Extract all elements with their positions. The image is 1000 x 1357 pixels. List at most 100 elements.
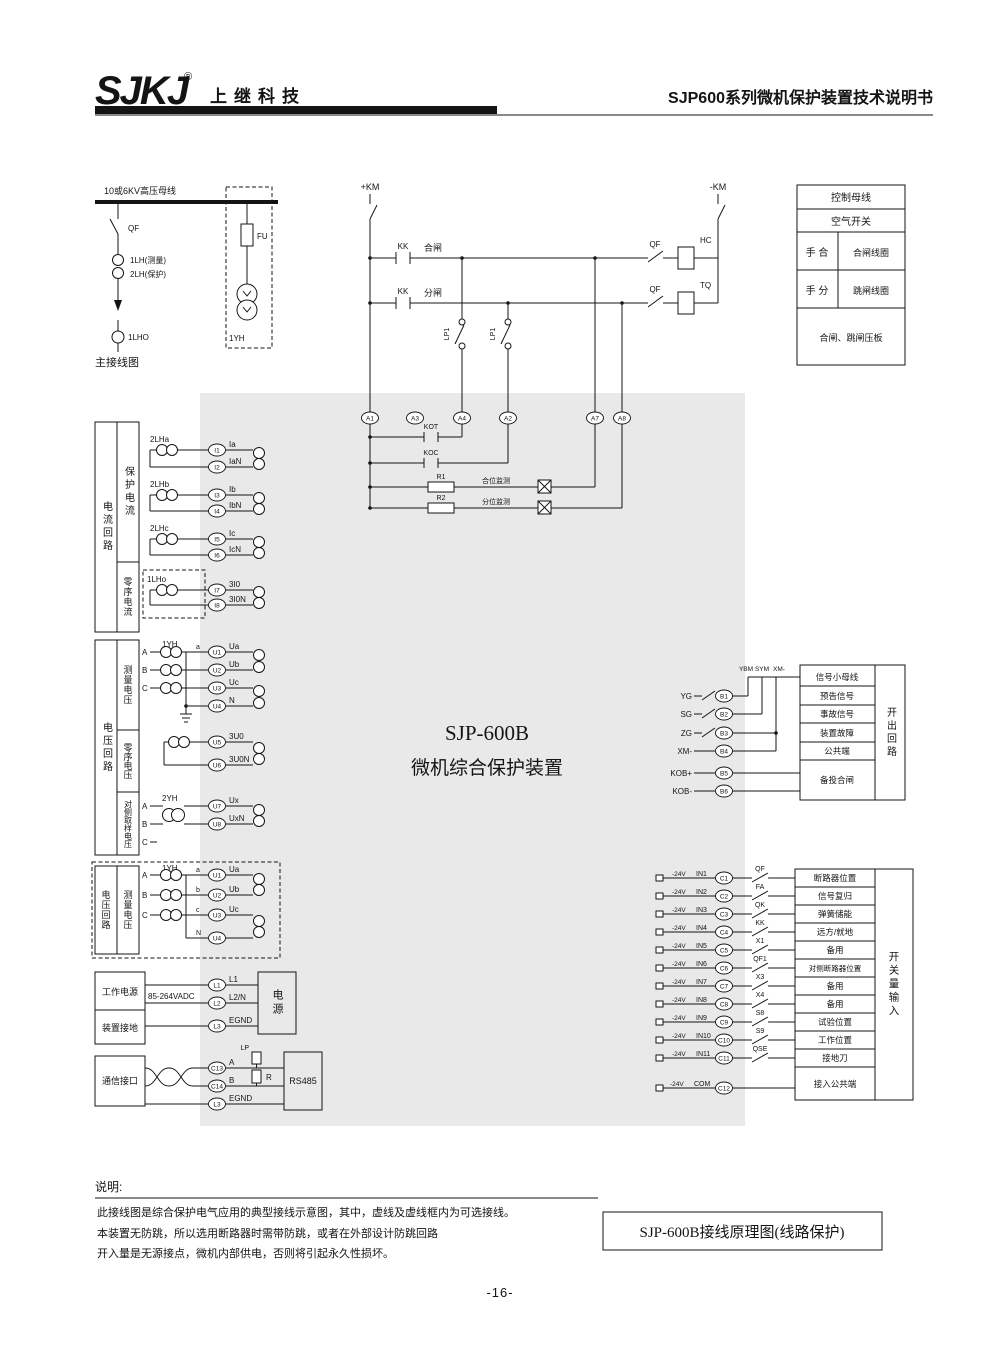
opt-phase-a: A	[142, 871, 148, 880]
minus24v-label: -24V	[672, 925, 686, 932]
trip-coil-icon	[677, 291, 695, 315]
terminal-a3: A3	[411, 416, 419, 423]
legend-common-terminal: 公共端	[824, 746, 850, 756]
opt-winding-b: b	[196, 887, 200, 894]
trip-wire-label: 分闸	[424, 288, 442, 298]
legend-manual-close: 手 合	[806, 246, 829, 259]
terminal-b4: B4	[720, 749, 728, 756]
trip-monitor-label: 分位监测	[482, 497, 510, 506]
opt-phase-c: C	[142, 911, 148, 920]
device-name: 微机综合保护装置	[411, 757, 563, 779]
terminal-c11: C11	[718, 1056, 730, 1063]
note-line-2: 本装置无防跳，所以选用断路器时需带防跳，或者在外部设计防跳回路	[97, 1226, 438, 1240]
terminal-l2: L2	[213, 1001, 221, 1008]
label-ua: Ua	[229, 642, 240, 651]
lp-close-label: LP1	[444, 328, 451, 341]
km-positive-label: +KM	[361, 182, 380, 192]
in11-label: IN11	[696, 1051, 710, 1058]
label-egnd: EGND	[229, 1016, 252, 1025]
voltage-circuit-section: 1YH a A B C U1 Ua U2 Ub U3 Uc U4 N U5 3U…	[94, 639, 265, 856]
terminal-a7: A7	[591, 416, 599, 423]
terminal-c10: C10	[718, 1038, 730, 1045]
company-name: 上继科技	[210, 86, 306, 106]
close-coil-label: HC	[700, 236, 712, 245]
r2-resistor-icon	[427, 502, 455, 514]
terminal-i2: I2	[214, 465, 220, 472]
terminal-b6: B6	[720, 789, 728, 796]
main-single-line-diagram: 10或6KV高压母线 QF 1LH(测量) 2LH(保护) 1LHO 主接线图 …	[95, 185, 278, 369]
rs485-label: RS485	[289, 1076, 317, 1086]
phase2-c-label: C	[142, 838, 148, 847]
switch-s9-label: S9	[756, 1028, 765, 1035]
qf-trip-aux-label: QF	[649, 285, 660, 294]
legend-work-position: 工作位置	[818, 1035, 853, 1045]
legend-trip-coil: 跳闸线圈	[853, 285, 889, 296]
minus24v-label: -24V	[672, 961, 686, 968]
legend-test-position: 试验位置	[818, 1017, 853, 1027]
ct-zero-label: 1LHO	[128, 333, 149, 342]
opt-terminal-u2: U2	[213, 893, 222, 900]
label-3u0n: 3U0N	[229, 755, 250, 764]
r-label: R	[266, 1073, 272, 1082]
note-line-3: 开入量是无源接点，微机内部供电，否则将引起永久性损坏。	[97, 1246, 394, 1260]
in9-label: IN9	[696, 1015, 707, 1022]
terminal-c8: C8	[720, 1002, 729, 1009]
switch-x1-label: X1	[756, 938, 765, 945]
switch-x3-label: X3	[756, 974, 765, 981]
terminal-b3: B3	[720, 731, 728, 738]
kk-trip-label: KK	[398, 287, 409, 296]
legend-spring-charged: 弹簧储能	[818, 909, 853, 919]
minus24v-label: -24V	[672, 871, 686, 878]
com-label: COM	[694, 1081, 711, 1088]
notes-title: 说明:	[95, 1179, 122, 1194]
switch-fa-label: FA	[756, 884, 765, 891]
opt-terminal-u1: U1	[213, 873, 222, 880]
terminal-i5: I5	[214, 537, 220, 544]
opt-terminal-u3: U3	[213, 913, 222, 920]
switch-s8-label: S8	[756, 1010, 765, 1017]
in10-label: IN10	[696, 1033, 711, 1040]
pt1-label: 1YH	[162, 640, 178, 649]
minus24v-label: -24V	[672, 1051, 686, 1058]
terminal-u3: U3	[213, 686, 222, 693]
lp-trip-label: LP1	[490, 328, 497, 341]
input-row-c6: -24V IN6 C6 QF1	[655, 956, 795, 975]
switch-qf-label: QF	[755, 866, 765, 873]
twisted-pair-wire-a	[144, 1067, 208, 1087]
minus24v-label: -24V	[672, 997, 686, 1004]
opt-winding-a: a	[196, 867, 200, 874]
ct-a-label: 2LHa	[150, 435, 170, 444]
terminal-l3-comm: L3	[213, 1102, 221, 1109]
minus24v-label: -24V	[672, 907, 686, 914]
logo: SJKJ	[95, 69, 190, 113]
minus24v-label: -24V	[672, 1015, 686, 1022]
label-3i0: 3I0	[229, 580, 241, 589]
pt-optional-box	[225, 186, 273, 349]
minus24v-label: -24V	[672, 889, 686, 896]
kot-label: KOT	[424, 424, 439, 431]
input-group-label: 开关量输入	[887, 950, 900, 1019]
close-monitor-label: 合位监测	[482, 476, 510, 485]
input-row-c4: -24V IN4 C4 KK	[655, 920, 795, 939]
page-number: -16-	[486, 1285, 513, 1300]
voltage-measure-label: 测量电压	[122, 665, 133, 705]
device-title: SJP-600B 微机综合保护装置	[411, 721, 563, 779]
kk-close-label: KK	[398, 242, 409, 251]
supply-box	[257, 971, 297, 1035]
ct-zero-seq-label: 1LHo	[147, 575, 167, 584]
voltage-opposite-label: 对侧取样电压	[123, 799, 133, 848]
in8-label: IN8	[696, 997, 707, 1004]
legend-standby-close: 备投合闸	[820, 775, 854, 785]
legend-breaker-position: 断路器位置	[814, 873, 857, 883]
label-ian: IaN	[229, 457, 242, 466]
terminal-i8: I8	[214, 603, 220, 610]
binary-input-section: -24V IN1 C1 QF -24V IN2 C2 FA -24V IN3 C…	[655, 866, 914, 1101]
in1-label: IN1	[696, 871, 707, 878]
terminal-b5: B5	[720, 771, 728, 778]
twisted-pair-wire-b	[144, 1067, 208, 1087]
close-coil-icon	[677, 246, 695, 270]
opt-label-ua: Ua	[229, 865, 240, 874]
koc-label: KOC	[423, 450, 438, 457]
input-row-c8: -24V IN8 C8 X4	[655, 992, 795, 1011]
current-protect-label: 保护电流	[122, 466, 134, 518]
